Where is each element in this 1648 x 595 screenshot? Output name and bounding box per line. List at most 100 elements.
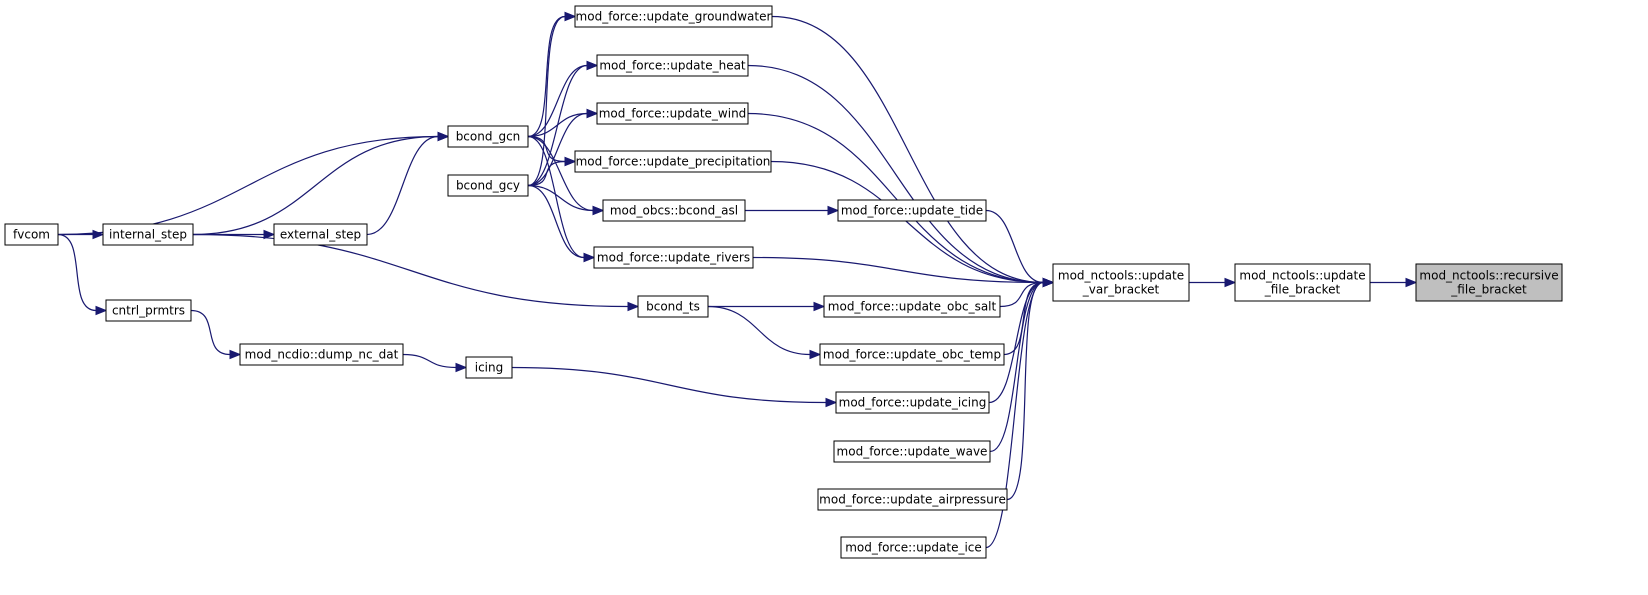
edge-bcond_gcn-to-update_heat (527, 64, 588, 138)
node-update_obc_temp[interactable]: mod_force::update_obc_temp (819, 343, 1005, 366)
node-update_wave[interactable]: mod_force::update_wave (833, 440, 991, 463)
node-label-bcond_ts: bcond_ts (646, 300, 700, 314)
node-box-bcond_gcy (447, 174, 529, 197)
arrowhead-bcond_gcy-to-update_rivers (583, 252, 596, 263)
arrowhead-internal_step-to-external_step (263, 229, 276, 240)
node-box-update_ice (840, 536, 987, 559)
node-update_heat[interactable]: mod_force::update_heat (596, 54, 749, 77)
node-icing[interactable]: icing (465, 356, 513, 379)
node-box-fvcom (4, 223, 59, 246)
node-bcond_ts[interactable]: bcond_ts (637, 295, 709, 318)
node-box-bcond_ts (637, 295, 709, 318)
arrowhead-bcond_asl-to-update_tide (827, 205, 840, 216)
arrowhead-bcond_gcy-to-update_wind (586, 108, 599, 119)
node-recursive_file_bracket[interactable]: mod_nctools::recursive_file_bracket (1415, 263, 1563, 302)
edge-update_groundwater-to-update_var_bracket (771, 15, 1044, 284)
node-label-recursive_file_bracket: _file_bracket (1450, 283, 1527, 297)
node-label-update_obc_temp: mod_force::update_obc_temp (823, 348, 1001, 362)
arrowhead-bcond_gcy-to-bcond_asl (592, 205, 605, 216)
arrowhead-bcond_gcy-to-update_groundwater (564, 11, 577, 22)
node-box-update_wind (596, 102, 749, 125)
node-box-update_obc_temp (819, 343, 1005, 366)
node-box-icing (465, 356, 513, 379)
edge-update_precipitation-to-update_var_bracket (770, 160, 1044, 284)
node-label-update_file_bracket: _file_bracket (1264, 283, 1341, 297)
node-update_obc_salt[interactable]: mod_force::update_obc_salt (823, 295, 1001, 318)
node-bcond_gcy[interactable]: bcond_gcy (447, 174, 529, 197)
arrowhead-fvcom-to-cntrl_prmtrs (95, 305, 108, 316)
nodes-layer: fvcom internal_step cntrl_prmtrs external_s… (4, 5, 1563, 559)
edge-icing-to-update_icing (511, 366, 827, 404)
node-update_tide[interactable]: mod_force::update_tide (837, 199, 987, 222)
node-box-dump_nc_dat (239, 343, 404, 366)
node-label-update_heat: mod_force::update_heat (599, 59, 746, 73)
edges-layer (57, 11, 1418, 549)
edge-update_wave-to-update_var_bracket (989, 281, 1044, 453)
edge-internal_step-to-bcond_gcn (192, 135, 439, 236)
node-label-recursive_file_bracket: mod_nctools::recursive (1419, 269, 1558, 283)
edge-fvcom-to-cntrl_prmtrs (57, 233, 97, 312)
node-label-update_tide: mod_force::update_tide (841, 204, 983, 218)
edge-bcond_gcy-to-bcond_asl (527, 184, 594, 212)
edge-update_rivers-to-update_var_bracket (752, 256, 1044, 284)
node-update_icing[interactable]: mod_force::update_icing (835, 391, 990, 414)
edge-bcond_gcy-to-update_groundwater (527, 15, 566, 187)
node-box-cntrl_prmtrs (105, 299, 192, 322)
node-update_ice[interactable]: mod_force::update_ice (840, 536, 987, 559)
node-update_file_bracket[interactable]: mod_nctools::update_file_bracket (1234, 263, 1371, 302)
arrowhead-update_file_bracket-to-recursive_file_bracket (1405, 277, 1418, 288)
node-bcond_gcn[interactable]: bcond_gcn (447, 125, 529, 148)
node-label-bcond_gcn: bcond_gcn (456, 130, 521, 144)
node-external_step[interactable]: external_step (273, 223, 368, 246)
arrowhead-bcond_ts-to-update_obc_salt (813, 301, 826, 312)
arrowhead-icing-to-update_icing (825, 397, 838, 408)
node-internal_step[interactable]: internal_step (102, 223, 194, 246)
node-box-recursive_file_bracket (1415, 263, 1563, 302)
edge-update_wind-to-update_var_bracket (747, 112, 1044, 284)
arrowhead-bcond_gcy-to-update_heat (586, 60, 599, 71)
node-label-update_var_bracket: mod_nctools::update (1058, 269, 1184, 283)
arrowhead-update_var_bracket-to-update_file_bracket (1224, 277, 1237, 288)
node-dump_nc_dat[interactable]: mod_ncdio::dump_nc_dat (239, 343, 404, 366)
node-label-update_rivers: mod_force::update_rivers (597, 251, 750, 265)
arrowhead-bcond_gcy-to-update_precipitation (564, 156, 577, 167)
edge-bcond_gcy-to-update_rivers (527, 184, 585, 259)
node-label-internal_step: internal_step (109, 228, 187, 242)
node-box-update_file_bracket (1234, 263, 1371, 302)
arrowhead-cntrl_prmtrs-to-dump_nc_dat (229, 349, 242, 360)
arrowhead-fvcom-to-internal_step (92, 229, 105, 240)
node-label-bcond_asl: mod_obcs::bcond_asl (610, 204, 738, 218)
node-label-update_file_bracket: mod_nctools::update (1239, 269, 1365, 283)
node-update_precipitation[interactable]: mod_force::update_precipitation (574, 150, 772, 173)
node-box-internal_step (102, 223, 194, 246)
node-bcond_asl[interactable]: mod_obcs::bcond_asl (602, 199, 746, 222)
node-update_wind[interactable]: mod_force::update_wind (596, 102, 749, 125)
node-label-update_airpressure: mod_force::update_airpressure (819, 493, 1006, 507)
node-box-update_precipitation (574, 150, 772, 173)
node-update_airpressure[interactable]: mod_force::update_airpressure (817, 488, 1008, 511)
node-label-dump_nc_dat: mod_ncdio::dump_nc_dat (245, 348, 399, 362)
edge-update_obc_temp-to-update_var_bracket (1003, 281, 1044, 356)
node-label-update_var_bracket: _var_bracket (1082, 283, 1160, 297)
node-fvcom[interactable]: fvcom (4, 223, 59, 246)
edge-fvcom-to-bcond_gcn (57, 135, 439, 236)
node-box-bcond_gcn (447, 125, 529, 148)
node-box-update_rivers (593, 246, 754, 269)
node-box-update_groundwater (574, 5, 773, 28)
node-label-update_wave: mod_force::update_wave (837, 445, 988, 459)
node-label-external_step: external_step (280, 228, 361, 242)
node-update_groundwater[interactable]: mod_force::update_groundwater (574, 5, 773, 28)
node-label-update_obc_salt: mod_force::update_obc_salt (828, 300, 997, 314)
node-box-update_wave (833, 440, 991, 463)
edge-bcond_ts-to-update_obc_temp (707, 305, 811, 356)
edge-bcond_gcy-to-update_wind (527, 112, 588, 187)
node-box-update_obc_salt (823, 295, 1001, 318)
node-box-update_airpressure (817, 488, 1008, 511)
node-update_rivers[interactable]: mod_force::update_rivers (593, 246, 754, 269)
arrowhead-dump_nc_dat-to-icing (455, 362, 468, 373)
edge-external_step-to-bcond_gcn (366, 135, 439, 236)
node-update_var_bracket[interactable]: mod_nctools::update_var_bracket (1052, 263, 1190, 302)
node-cntrl_prmtrs[interactable]: cntrl_prmtrs (105, 299, 192, 322)
node-label-update_precipitation: mod_force::update_precipitation (576, 155, 771, 169)
